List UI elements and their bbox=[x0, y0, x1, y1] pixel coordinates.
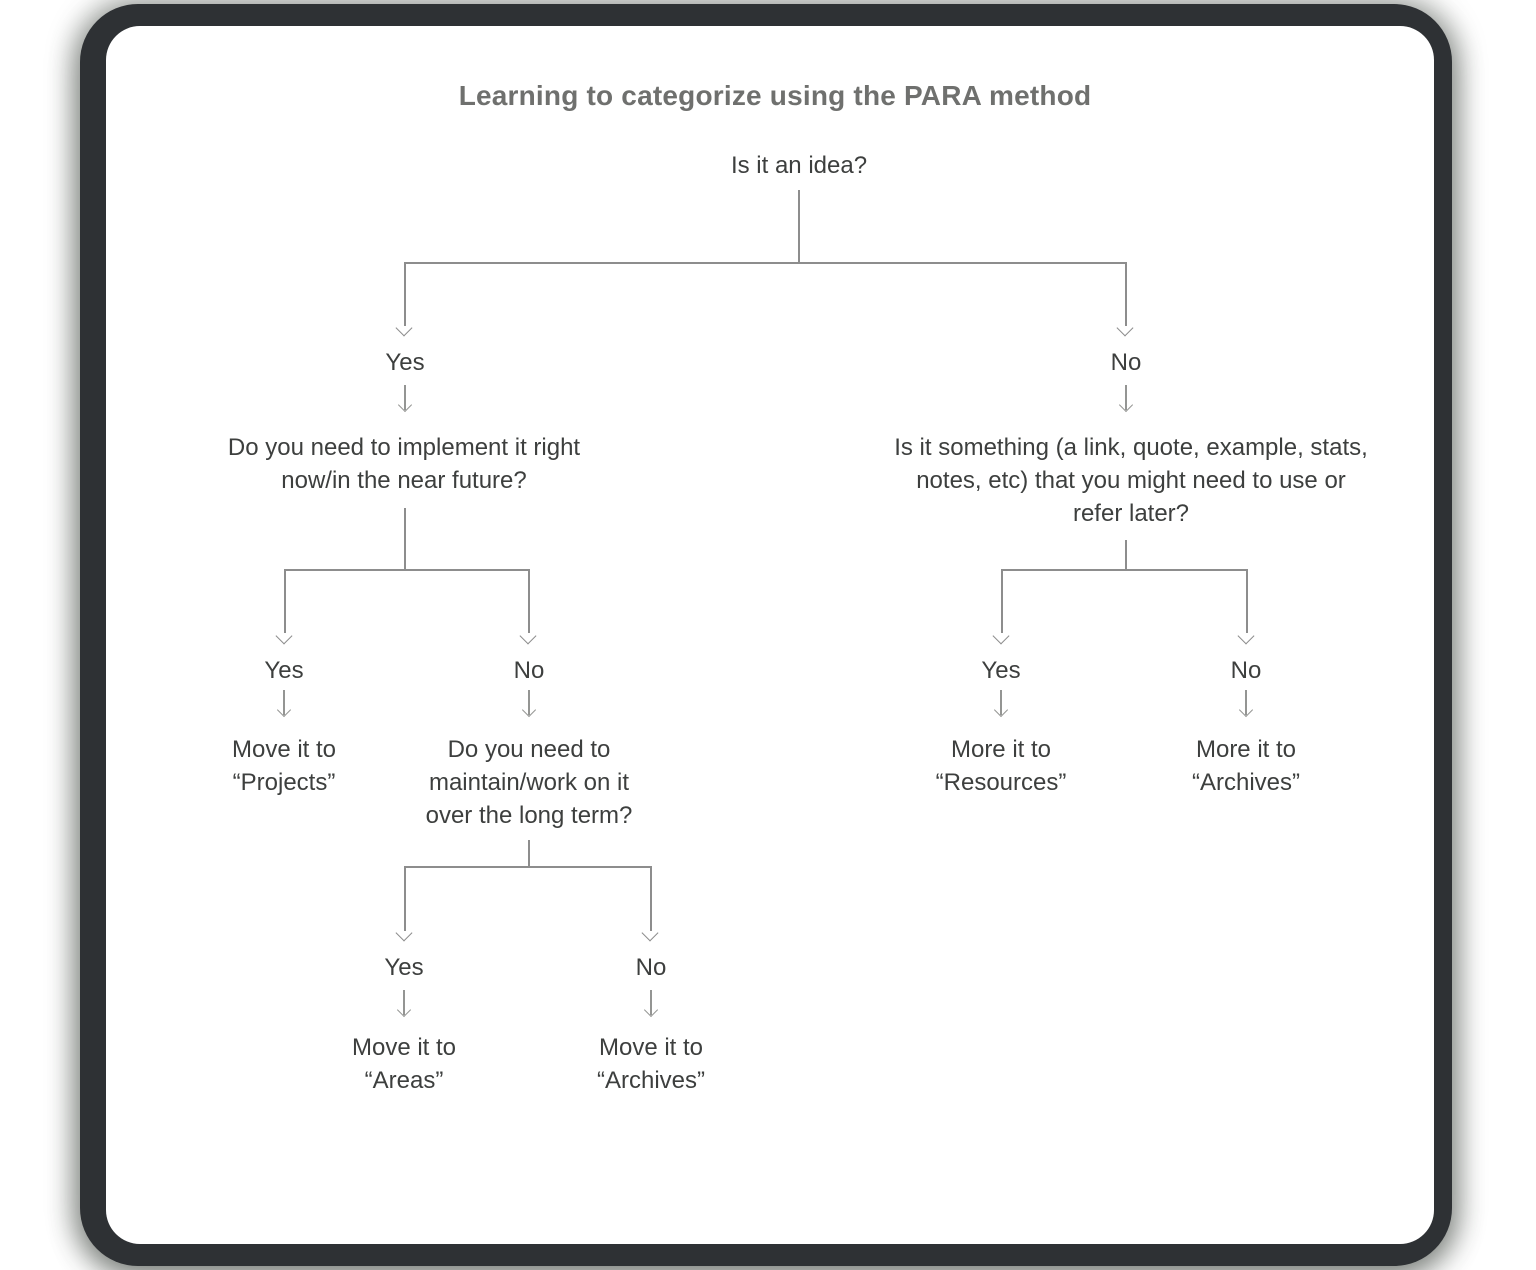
decision-label-no: No bbox=[1110, 349, 1142, 376]
down-arrow-icon bbox=[519, 690, 539, 722]
connector-stem bbox=[528, 840, 530, 866]
down-arrow-icon bbox=[991, 690, 1011, 722]
connector-stem bbox=[404, 508, 406, 569]
drop-line bbox=[1001, 569, 1003, 633]
down-arrow-icon bbox=[394, 990, 414, 1022]
decision-label-no: No bbox=[513, 657, 545, 684]
question-node-maintain: Do you need to maintain/work on it over … bbox=[425, 736, 633, 829]
down-arrow-icon bbox=[641, 990, 661, 1022]
decision-label-yes: Yes bbox=[264, 657, 304, 684]
result-node-archives-right: More it to “Archives” bbox=[1191, 736, 1301, 796]
down-arrow-icon bbox=[395, 385, 415, 417]
branch-bar bbox=[404, 866, 651, 868]
decision-label-yes: Yes bbox=[385, 349, 425, 376]
result-node-areas: Move it to “Areas” bbox=[351, 1034, 457, 1094]
branch-bar bbox=[284, 569, 529, 571]
branch-bar bbox=[1001, 569, 1247, 571]
result-node-resources: More it to “Resources” bbox=[935, 736, 1067, 796]
drop-line bbox=[1246, 569, 1248, 633]
decision-label-no: No bbox=[1230, 657, 1262, 684]
drop-line bbox=[1125, 262, 1127, 326]
drop-line bbox=[650, 866, 652, 931]
decision-label-yes: Yes bbox=[981, 657, 1021, 684]
flowchart-canvas bbox=[106, 26, 1434, 1244]
branch-bar bbox=[404, 262, 1126, 264]
question-node-reference: Is it something (a link, quote, example,… bbox=[894, 434, 1368, 527]
decision-label-no: No bbox=[635, 954, 667, 981]
down-arrow-icon bbox=[1116, 385, 1136, 417]
drop-line bbox=[284, 569, 286, 633]
drop-line bbox=[404, 866, 406, 931]
drop-line bbox=[528, 569, 530, 633]
result-node-projects: Move it to “Projects” bbox=[231, 736, 337, 796]
connector-stem bbox=[798, 190, 800, 262]
result-node-archives-bottom: Move it to “Archives” bbox=[596, 1034, 706, 1094]
connector-stem bbox=[1125, 540, 1127, 569]
drop-line bbox=[404, 262, 406, 326]
down-arrow-icon bbox=[274, 690, 294, 722]
question-node-root: Is it an idea? bbox=[730, 152, 868, 179]
down-arrow-icon bbox=[1236, 690, 1256, 722]
question-node-implement: Do you need to implement it right now/in… bbox=[227, 434, 581, 494]
flowchart-title: Learning to categorize using the PARA me… bbox=[458, 80, 1092, 111]
decision-label-yes: Yes bbox=[384, 954, 424, 981]
